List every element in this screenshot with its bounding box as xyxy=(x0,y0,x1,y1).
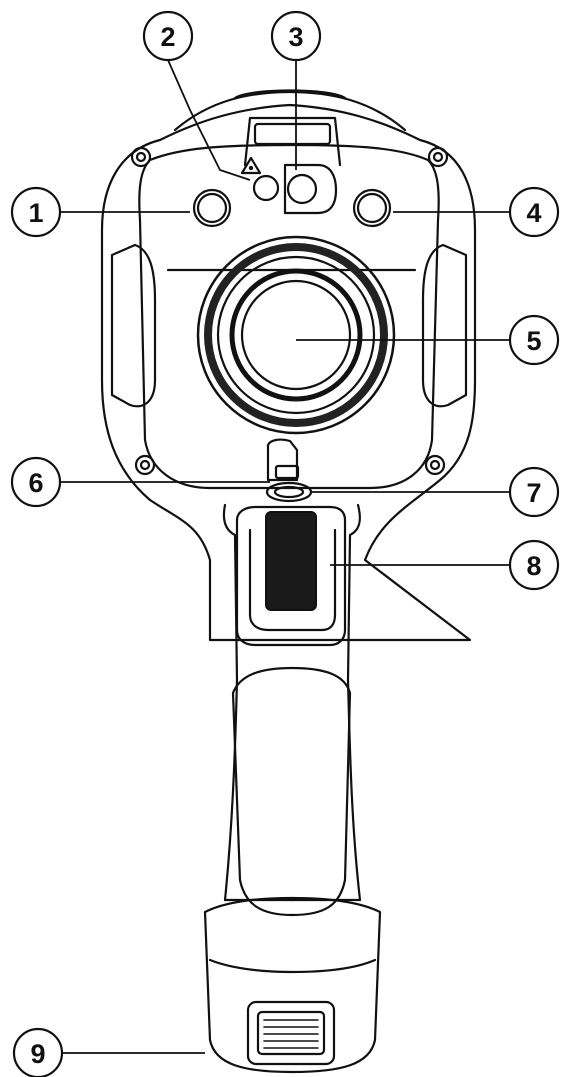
callout-7-circle xyxy=(508,466,560,518)
callout-8-circle xyxy=(508,539,560,591)
callout-4-label: 4 xyxy=(526,198,541,228)
handle-outline xyxy=(222,503,362,902)
battery-pack xyxy=(203,896,382,1074)
top-bracket xyxy=(243,116,342,167)
ir-lens xyxy=(196,235,396,435)
callout-4-circle xyxy=(508,186,560,238)
leader-2 xyxy=(167,59,251,181)
callout-3-circle xyxy=(270,10,322,62)
laser-pointer xyxy=(252,174,280,202)
led-right xyxy=(352,188,392,228)
corner-screw-tl xyxy=(130,146,152,168)
corner-screw-br xyxy=(424,454,446,476)
tripod-socket xyxy=(265,481,313,503)
callout-8-label: 8 xyxy=(526,551,541,581)
callout-9-circle xyxy=(12,1027,64,1077)
callout-2-circle xyxy=(142,10,194,62)
camera-head-outline xyxy=(100,103,477,642)
trigger-housing xyxy=(235,505,347,647)
callout-6-circle xyxy=(10,456,62,508)
led-left xyxy=(192,188,232,228)
strap-hook xyxy=(266,438,300,482)
callout-9-label: 9 xyxy=(30,1039,45,1069)
callout-3-label: 3 xyxy=(288,22,303,52)
grip-panel xyxy=(231,666,352,917)
laser-warning-icon xyxy=(240,156,262,175)
callout-1-circle xyxy=(10,186,62,238)
callout-1-label: 1 xyxy=(28,198,43,228)
callout-5-circle xyxy=(508,314,560,366)
visual-camera-window xyxy=(283,163,338,215)
trigger xyxy=(265,511,317,611)
right-grip xyxy=(421,243,468,408)
callout-7-label: 7 xyxy=(526,478,541,508)
corner-screw-tr xyxy=(427,146,449,168)
left-grip xyxy=(110,243,157,408)
callout-5-label: 5 xyxy=(526,326,541,356)
callout-6-label: 6 xyxy=(28,468,43,498)
top-hump xyxy=(173,90,407,132)
battery-latch xyxy=(246,1000,336,1066)
corner-screw-bl xyxy=(134,454,156,476)
callout-2-label: 2 xyxy=(160,22,175,52)
